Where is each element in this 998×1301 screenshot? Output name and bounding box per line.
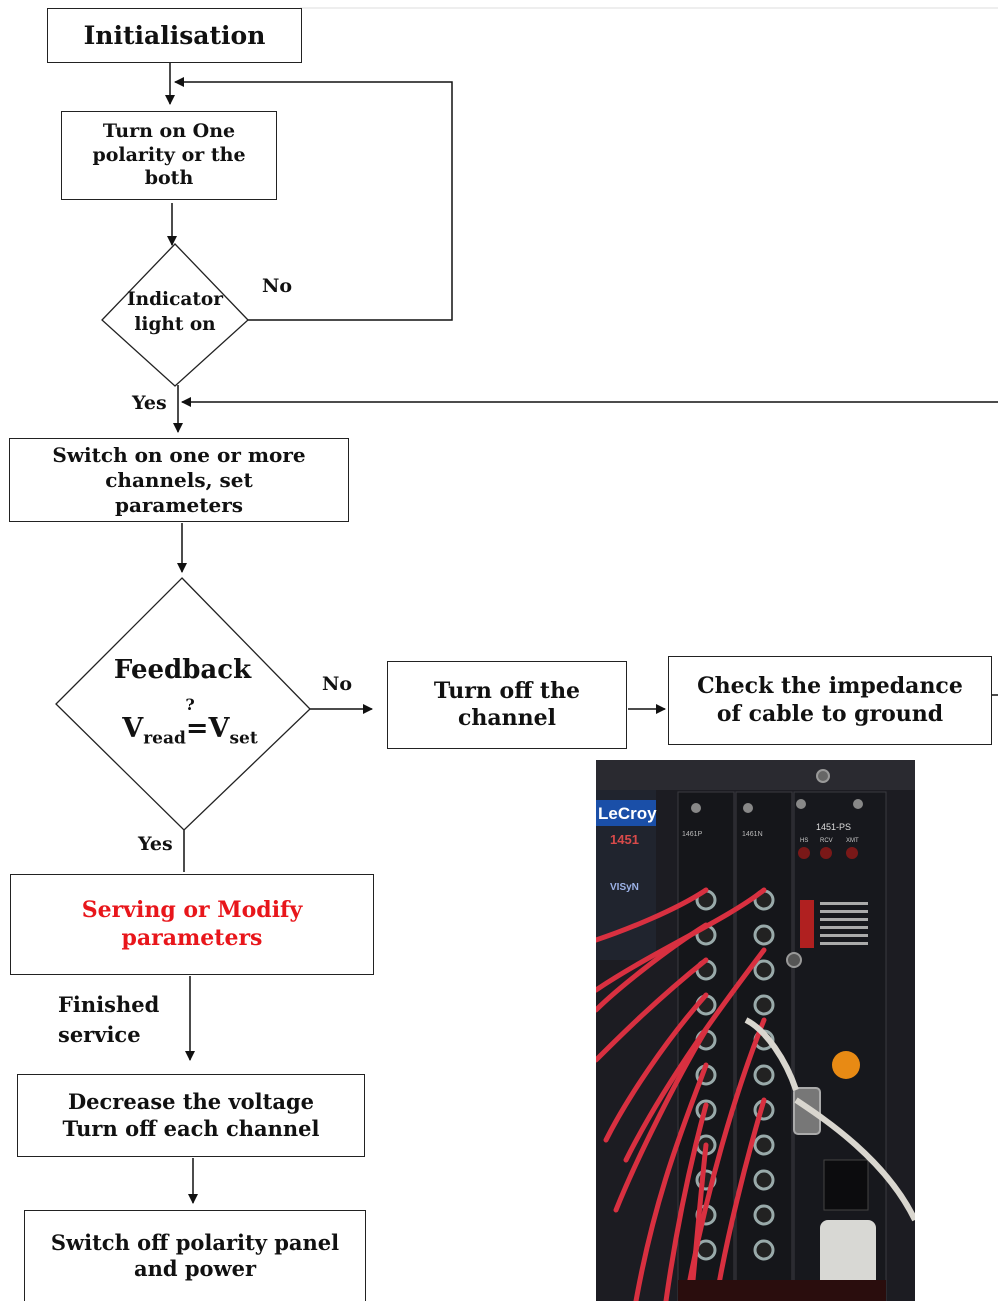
ps-label: 1451-PS [816, 822, 851, 832]
feedback-title: Feedback [113, 655, 252, 685]
switch-off-polarity-text: Switch off polarity panel and power [50, 1229, 340, 1281]
initialisation-text: Initialisation [83, 20, 266, 50]
v-read-symbol: V [122, 713, 144, 744]
led-hs-label: HS [800, 838, 808, 844]
model-text: 1451 [610, 832, 639, 847]
no-label-feedback: No [322, 673, 353, 695]
hv-power-supply-photo: LeCroy 1451 VISyN 1461P 1461N 1451-PS HS… [596, 760, 915, 1301]
feedback-equation: Vread=Vset [95, 713, 285, 748]
initialisation-box: Initialisation [47, 8, 302, 63]
feedback-question: ? [185, 695, 195, 714]
decrease-voltage-text: Decrease the voltage Turn off each chann… [62, 1089, 320, 1141]
loop-no-indicator [174, 77, 453, 321]
finished-line2: service [58, 1022, 141, 1048]
v-read-subscript: read [143, 728, 186, 749]
serving-modify-box: Serving or Modify parameters [10, 874, 374, 975]
turn-off-channel-box: Turn off the channel [387, 661, 627, 749]
switch-on-channels-box: Switch on one or more channels, set para… [9, 438, 349, 522]
finished-service-label: Finished service [58, 990, 159, 1051]
module-b-label: 1461N [742, 831, 763, 838]
yes-label-feedback: Yes [138, 833, 173, 855]
decrease-voltage-box: Decrease the voltage Turn off each chann… [17, 1074, 365, 1157]
indicator-text: Indicator light on [127, 289, 223, 335]
led-rcv-label: RCV [820, 838, 833, 844]
v-set-subscript: set [229, 728, 258, 749]
module-a-label: 1461P [682, 831, 703, 838]
visyn-text: VISyN [610, 882, 639, 893]
led-xmt-label: XMT [846, 838, 859, 844]
switch-off-polarity-box: Switch off polarity panel and power [24, 1210, 366, 1301]
feedback-diamond [55, 577, 311, 831]
serving-modify-text: Serving or Modify parameters [81, 897, 303, 951]
no-label-indicator: No [262, 275, 293, 297]
check-impedance-text: Check the impedance of cable to ground [697, 673, 963, 727]
switch-on-channels-text: Switch on one or more channels, set para… [52, 442, 306, 517]
indicator-diamond [101, 243, 249, 387]
v-set-symbol: =V [185, 713, 230, 744]
hv-crate-illustration: LeCroy 1451 VISyN 1461P 1461N 1451-PS HS… [596, 760, 915, 1301]
check-impedance-box: Check the impedance of cable to ground [668, 656, 992, 745]
brand-text: LeCroy [598, 804, 657, 823]
turn-on-polarity-box: Turn on One polarity or the both [61, 111, 277, 200]
finished-line1: Finished [58, 992, 160, 1017]
yes-label-indicator: Yes [132, 392, 167, 414]
turn-on-polarity-text: Turn on One polarity or the both [92, 119, 246, 190]
turn-off-channel-text: Turn off the channel [433, 677, 581, 732]
